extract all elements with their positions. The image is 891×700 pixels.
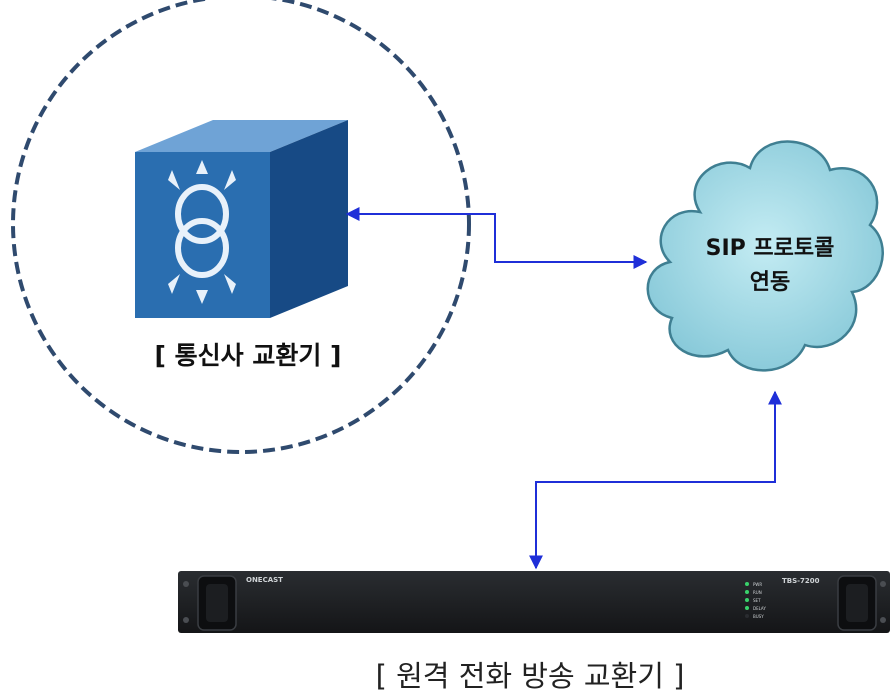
cloud-icon: SIP 프로토콜 연동 xyxy=(646,140,884,372)
indicator-led xyxy=(745,614,749,618)
connector-exchange-cloud xyxy=(345,207,648,269)
indicator-led xyxy=(745,598,749,602)
exchange-label: [ 통신사 교환기 ] xyxy=(155,341,342,370)
indicator-label: SET xyxy=(753,598,761,603)
cube-top xyxy=(135,120,348,152)
device-indicators: PWR RUN SET DELAY BUSY xyxy=(745,582,766,619)
indicator-led xyxy=(745,582,749,586)
indicator-label: RUN xyxy=(753,590,762,595)
device-brand: ONECAST xyxy=(246,576,283,584)
spikes xyxy=(168,160,236,304)
cloud-label-line2: 연동 xyxy=(750,270,790,295)
cloud-label-line1: SIP 프로토콜 xyxy=(706,236,835,261)
rings-symbol xyxy=(175,184,229,278)
indicator-led xyxy=(745,590,749,594)
connector-device-cloud xyxy=(529,390,782,570)
rack-unit-icon: ONECAST TBS-7200 PWR RUN SET DELAY BUSY xyxy=(178,571,890,633)
indicator-label: DELAY xyxy=(753,606,766,611)
indicator-label: BUSY xyxy=(753,614,764,619)
device-label: [ 원격 전화 방송 교환기 ] xyxy=(376,659,685,693)
indicator-led xyxy=(745,606,749,610)
device-model: TBS-7200 xyxy=(782,577,820,585)
telecom-switch-icon xyxy=(135,120,348,318)
device-body xyxy=(178,571,890,633)
indicator-label: PWR xyxy=(753,582,762,587)
cube-side xyxy=(270,120,348,318)
